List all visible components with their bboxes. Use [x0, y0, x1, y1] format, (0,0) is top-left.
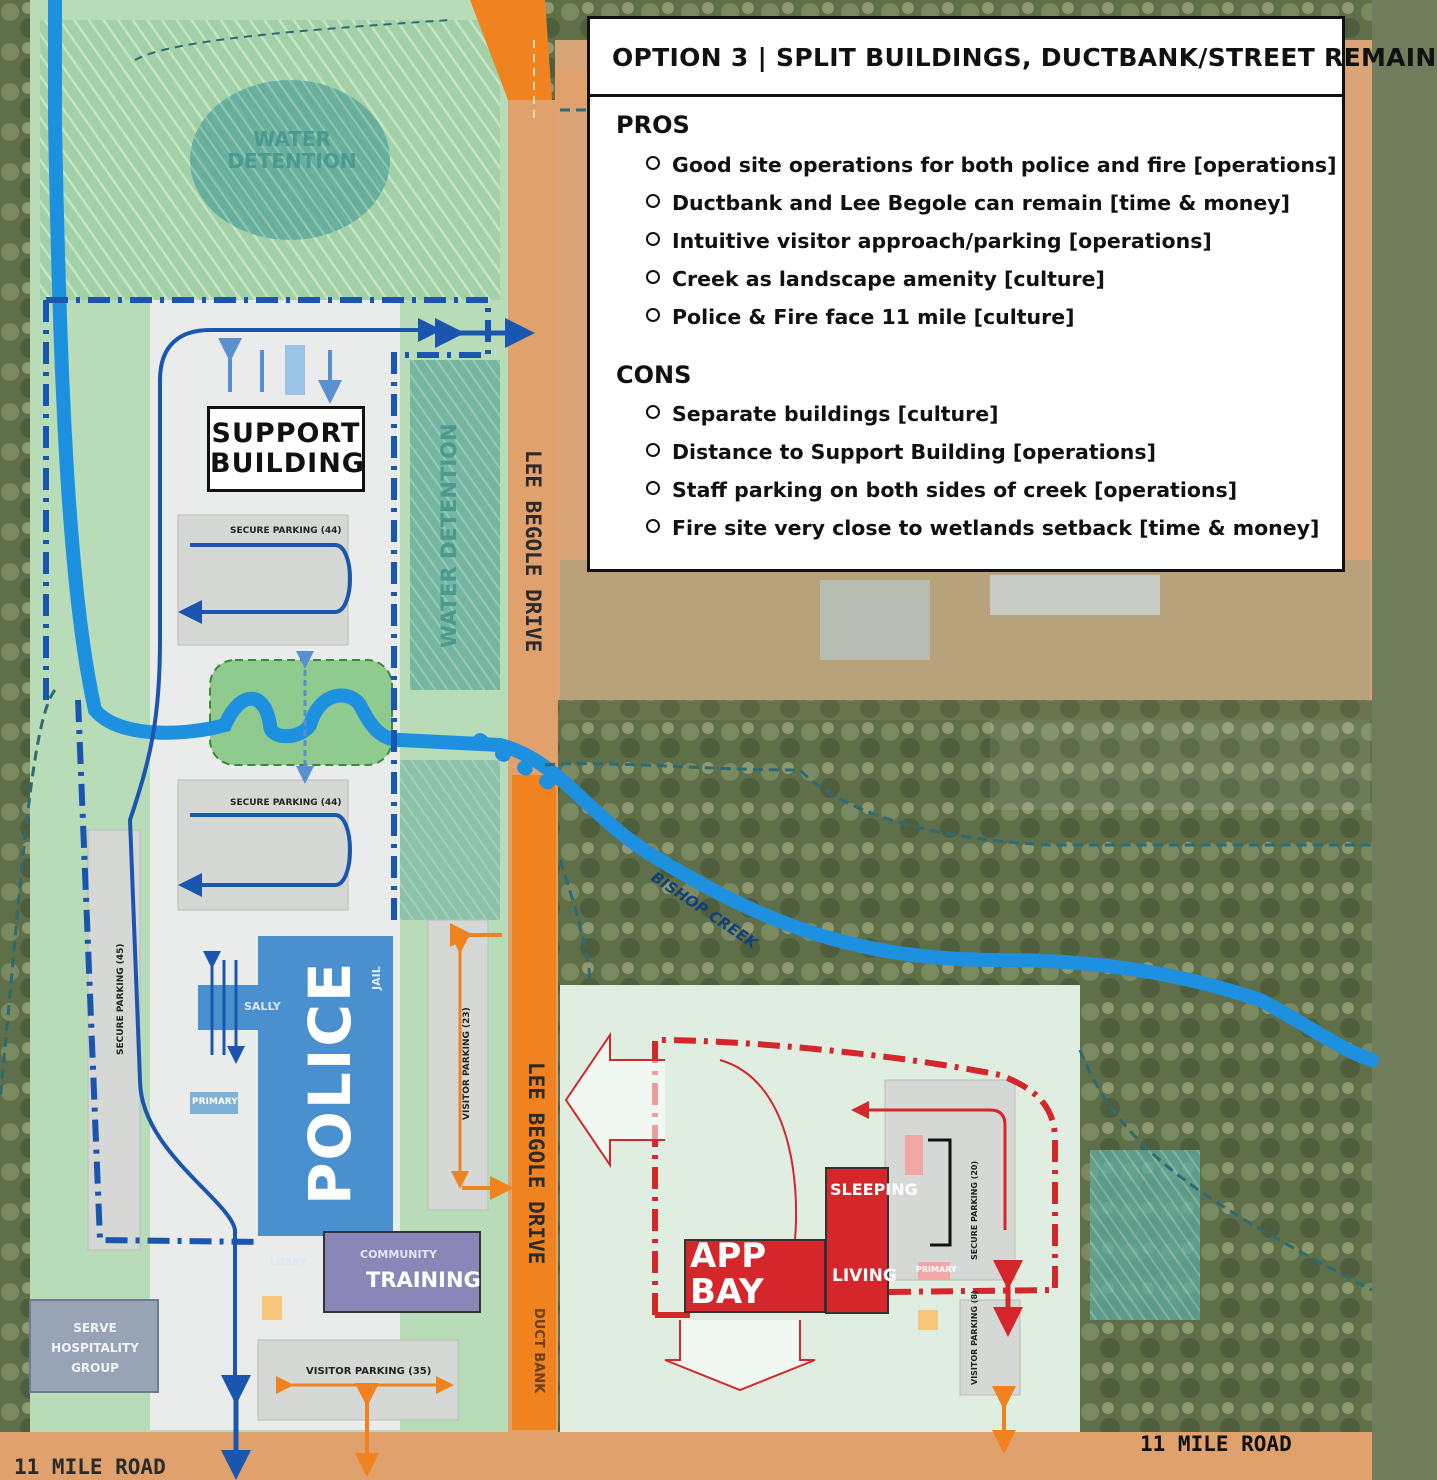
- sally-label: SALLY: [244, 1000, 281, 1013]
- cons-item: Separate buildings [culture]: [646, 402, 999, 426]
- police-site-boundary: [43, 297, 491, 1245]
- cons-item-text: Staff parking on both sides of creek [op…: [672, 478, 1238, 502]
- primary-police-shape: [190, 1092, 238, 1114]
- bullet-icon: [646, 232, 660, 246]
- duct-bank-label: DUCT BANK: [531, 1308, 546, 1394]
- police-drive-loop: [127, 318, 442, 1400]
- training-label: TRAINING: [366, 1268, 481, 1292]
- bullet-icon: [646, 443, 660, 457]
- eleven-mile-road-east-label: 11 MILE ROAD: [1140, 1432, 1292, 1456]
- pros-item: Creek as landscape amenity [culture]: [646, 267, 1105, 291]
- pros-item: Intuitive visitor approach/parking [oper…: [646, 229, 1212, 253]
- pros-heading: PROS: [616, 111, 690, 139]
- visitor-parking-fire-label: VISITOR PARKING (8): [970, 1290, 979, 1385]
- pros-item-text: Ductbank and Lee Begole can remain [time…: [672, 191, 1291, 215]
- serve-hospitality-label: SERVE HOSPITALITY GROUP: [51, 1321, 139, 1375]
- cons-heading: CONS: [616, 361, 692, 389]
- cons-item-text: Separate buildings [culture]: [672, 402, 999, 426]
- secure-parking-lower-label: SECURE PARKING (44): [230, 798, 342, 808]
- app-bay-label[interactable]: APP BAY: [690, 1236, 767, 1312]
- lee-begole-drive-label-south: LEE BEGOLE DRIVE: [524, 1062, 548, 1265]
- support-building-label[interactable]: SUPPORT BUILDING: [207, 406, 365, 492]
- lee-begole-drive-label-north: LEE BEGOLE DRIVE: [521, 450, 545, 653]
- water-detention-top: [190, 80, 390, 240]
- pros-item-text: Police & Fire face 11 mile [culture]: [672, 305, 1075, 329]
- primary-police-label: PRIMARY: [192, 1097, 238, 1107]
- secure-parking-fire-label: SECURE PARKING (20): [970, 1160, 979, 1260]
- sleeping-label: SLEEPING: [830, 1180, 918, 1199]
- apparatus-entry-arrow: [664, 1320, 816, 1392]
- creek: [48, 0, 1379, 1067]
- bullet-icon: [646, 270, 660, 284]
- cons-item: Staff parking on both sides of creek [op…: [646, 478, 1237, 502]
- visitor-parking-east-label: VISITOR PARKING (23): [462, 1007, 472, 1120]
- jail-label: JAIL: [370, 966, 383, 990]
- cons-item: Distance to Support Building [operations…: [646, 440, 1156, 464]
- community-training-shape: [323, 1231, 481, 1313]
- living-label: LIVING: [832, 1266, 897, 1286]
- water-detention-side-label: WATER DETENTION: [437, 423, 461, 648]
- primary-fire-label: PRIMARY: [916, 1265, 957, 1274]
- fire-app-bay-shape: [684, 1239, 826, 1313]
- pros-item-text: Good site operations for both police and…: [672, 153, 1337, 177]
- lee-begole-drive-north: [470, 0, 552, 100]
- fire-site-boundary: [652, 1036, 1058, 1315]
- panel-title: OPTION 3 | SPLIT BUILDINGS, DUCTBANK/STR…: [590, 19, 1436, 97]
- pros-item: Ductbank and Lee Begole can remain [time…: [646, 191, 1290, 215]
- duct-bank: [512, 775, 556, 1430]
- option-panel: OPTION 3 | SPLIT BUILDINGS, DUCTBANK/STR…: [587, 16, 1436, 572]
- pros-item-text: Intuitive visitor approach/parking [oper…: [672, 229, 1212, 253]
- pros-item: Police & Fire face 11 mile [culture]: [646, 305, 1075, 329]
- visitor-parking-south-label: VISITOR PARKING (35): [306, 1366, 432, 1377]
- bullet-icon: [646, 308, 660, 322]
- bullet-icon: [646, 194, 660, 208]
- water-detention-side: [410, 360, 500, 690]
- lobby-label: LOBBY: [270, 1257, 307, 1268]
- cons-item-text: Distance to Support Building [operations…: [672, 440, 1156, 464]
- secure-parking-lower-area: [177, 779, 349, 911]
- secure-parking-upper-label: SECURE PARKING (44): [230, 526, 342, 536]
- cons-item: Fire site very close to wetlands setback…: [646, 516, 1319, 540]
- bullet-icon: [646, 156, 660, 170]
- police-building-shape: [258, 936, 393, 1236]
- serve-hospitality-building: [29, 1299, 159, 1393]
- eleven-mile-road-west-label: 11 MILE ROAD: [14, 1455, 166, 1479]
- secure-parking-west-label: SECURE PARKING (45): [116, 943, 126, 1055]
- secure-parking-upper-area: [177, 514, 349, 646]
- fire-quarters-shape: [825, 1167, 889, 1314]
- pros-item-text: Creek as landscape amenity [culture]: [672, 267, 1105, 291]
- apparatus-exit-arrow: [564, 1031, 665, 1169]
- community-label: COMMUNITY: [360, 1248, 438, 1261]
- police-building-label[interactable]: POLICE: [296, 960, 364, 1205]
- water-detention-top-label: WATER DETENTION: [227, 127, 357, 173]
- pros-item: Good site operations for both police and…: [646, 153, 1337, 177]
- cons-item-text: Fire site very close to wetlands setback…: [672, 516, 1320, 540]
- bullet-icon: [646, 481, 660, 495]
- bullet-icon: [646, 519, 660, 533]
- bullet-icon: [646, 405, 660, 419]
